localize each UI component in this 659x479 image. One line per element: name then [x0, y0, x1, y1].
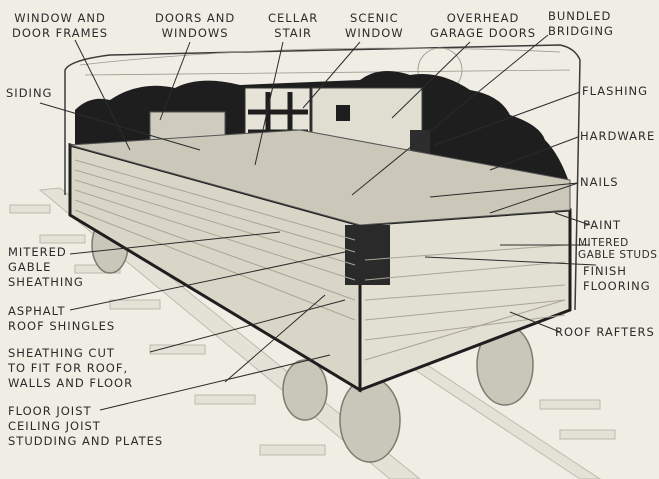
label-asphalt-roof-shingles: ASPHALT ROOF SHINGLES: [8, 304, 116, 333]
label-sheathing-cut: SHEATHING CUT TO FIT FOR ROOF, WALLS AND…: [8, 346, 134, 390]
leader-lines: [39, 34, 597, 411]
label-scenic-window: SCENIC WINDOW: [345, 11, 404, 40]
label-overhead-garage-doors: OVERHEAD GARAGE DOORS: [430, 11, 537, 40]
label-mitered-gable-sheathing: MITERED GABLE SHEATHING: [8, 245, 84, 289]
label-finish-flooring: FINISH FLOORING: [583, 264, 651, 293]
label-siding: SIDING: [6, 86, 53, 100]
label-mitered-gable-studs: MITERED GABLE STUDS: [578, 237, 658, 261]
label-bundled-bridging: BUNDLED BRIDGING: [548, 9, 614, 38]
label-doors-windows: DOORS AND WINDOWS: [155, 11, 236, 40]
label-hardware: HARDWARE: [580, 129, 656, 143]
label-cellar-stair: CELLAR STAIR: [268, 11, 319, 40]
label-roof-rafters: ROOF RAFTERS: [555, 325, 655, 339]
label-flashing: FLASHING: [582, 84, 649, 98]
label-joists-studding: FLOOR JOIST CEILING JOIST STUDDING AND P…: [8, 404, 164, 448]
label-nails: NAILS: [580, 175, 619, 189]
lumber-load: [68, 129, 572, 393]
label-paint: PAINT: [583, 218, 622, 232]
boxcar-shell: [64, 44, 581, 311]
label-window-door-frames: WINDOW AND DOOR FRAMES: [12, 11, 109, 40]
